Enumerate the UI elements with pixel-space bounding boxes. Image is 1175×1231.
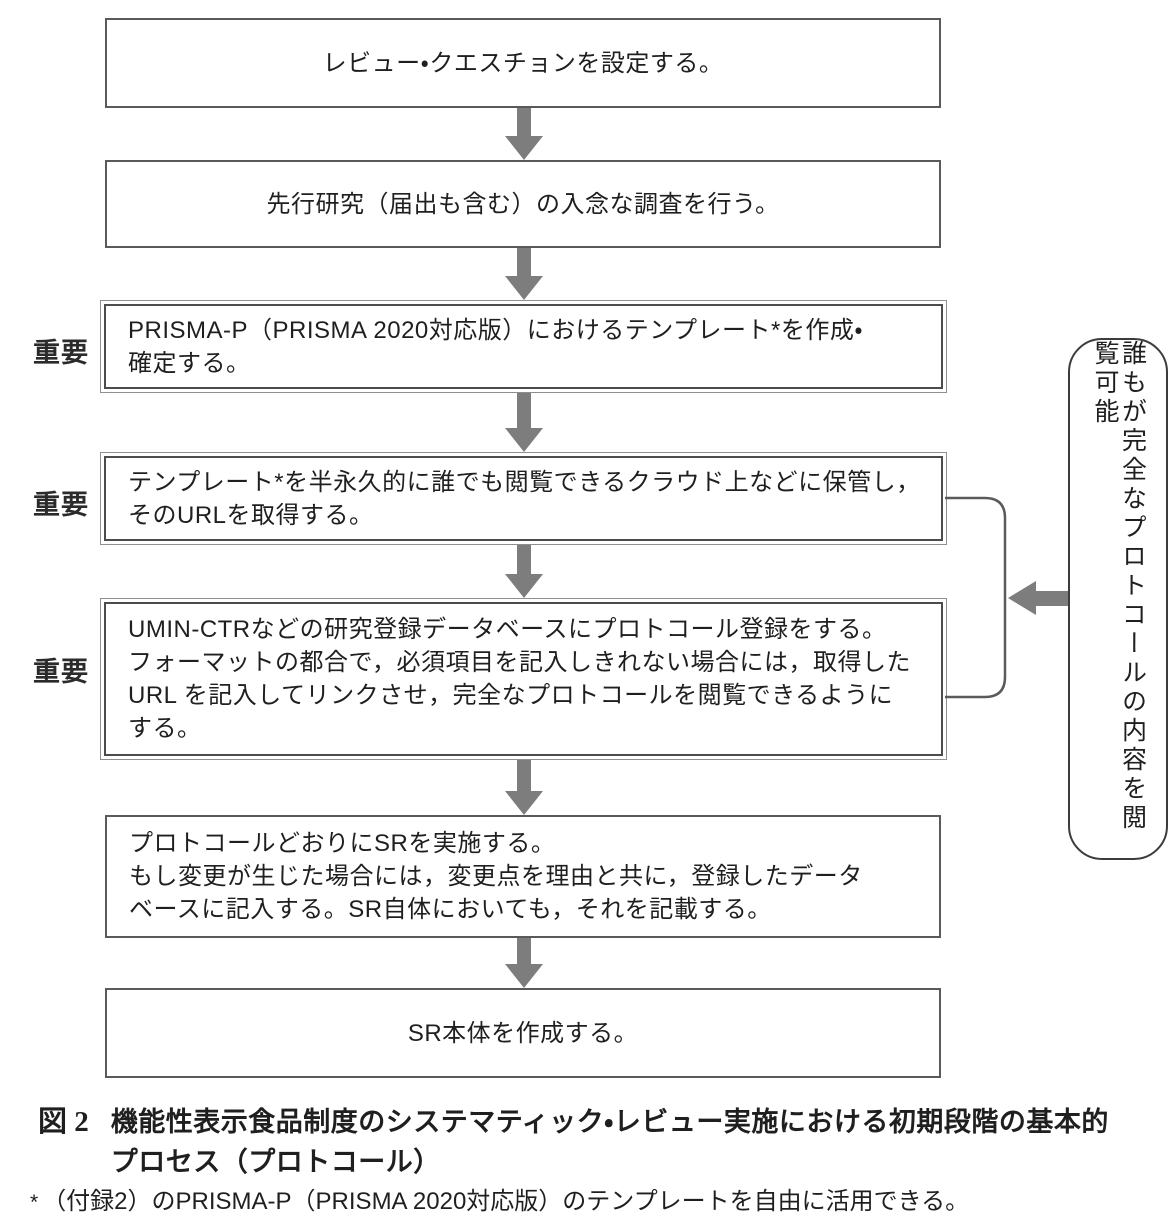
arrow-head [505, 791, 543, 815]
step-7-box: SR本体を作成する。 [105, 988, 941, 1078]
down-arrow-5-icon [505, 760, 543, 815]
figure-number-label: 図 2 [38, 1106, 89, 1138]
figure-caption: 図 2 機能性表示食品制度のシステマティック・レビュー実施における初期段階の基本… [38, 1102, 1158, 1182]
left-arrow-icon [1008, 581, 1068, 615]
step-6-text: プロトコールどおりにSRを実施する。 もし変更が生じた場合には，変更点を理由と共… [129, 830, 863, 923]
step-6-box: プロトコールどおりにSRを実施する。 もし変更が生じた場合には，変更点を理由と共… [105, 815, 941, 938]
footnote-text: （付録2）のPRISMA-P（PRISMA 2020対応版）のテンプレートを自由… [42, 1188, 970, 1215]
arrow-shaft [1036, 590, 1068, 606]
arrow-shaft [517, 108, 531, 136]
figure-caption-text: 機能性表示食品制度のシステマティック・レビュー実施における初期段階の基本的 プロ… [110, 1107, 1109, 1177]
step-1-text: レビュー・クエスチョンを設定する。 [322, 49, 724, 77]
arrow-head [505, 136, 543, 160]
step-4-box: テンプレート*を半永久的に誰でも閲覧できるクラウド上などに保管し， そのURLを… [100, 452, 947, 545]
down-arrow-4-icon [505, 545, 543, 598]
important-label-1: 重要 [33, 338, 89, 368]
arrow-shaft [517, 938, 531, 964]
arrow-shaft [517, 248, 531, 276]
down-arrow-2-icon [505, 248, 543, 300]
down-arrow-1-icon [505, 108, 543, 160]
step-4-text: テンプレート*を半永久的に誰でも閲覧できるクラウド上などに保管し， そのURLを… [128, 468, 921, 529]
arrow-head [505, 428, 543, 452]
important-label-2: 重要 [33, 490, 89, 520]
bracket-connector [945, 496, 1007, 699]
important-label-3: 重要 [33, 657, 89, 687]
figure-footnote: * （付録2）のPRISMA-P（PRISMA 2020対応版）のテンプレートを… [30, 1186, 1150, 1219]
arrow-head [505, 574, 543, 598]
step-5-box: UMIN-CTRなどの研究登録データベースにプロトコール登録をする。 フォーマッ… [100, 598, 947, 760]
arrow-head [1008, 581, 1036, 615]
step-1-box: レビュー・クエスチョンを設定する。 [105, 18, 941, 108]
footnote-asterisk: * [30, 1191, 39, 1214]
step-3-text: PRISMA-P（PRISMA 2020対応版）におけるテンプレート*を作成・ … [128, 316, 864, 377]
arrow-head [505, 964, 543, 988]
arrow-shaft [517, 760, 531, 791]
step-7-text: SR本体を作成する。 [407, 1019, 639, 1047]
arrow-shaft [517, 545, 531, 574]
step-2-text: 先行研究（届出も含む）の入念な調査を行う。 [266, 190, 780, 218]
down-arrow-6-icon [505, 938, 543, 988]
down-arrow-3-icon [505, 393, 543, 452]
step-5-text: UMIN-CTRなどの研究登録データベースにプロトコール登録をする。 フォーマッ… [128, 616, 912, 742]
step-3-box: PRISMA-P（PRISMA 2020対応版）におけるテンプレート*を作成・ … [100, 300, 947, 393]
arrow-shaft [517, 393, 531, 428]
side-note-box: 誰もが完全なプロトコールの内容を閲覧可能 [1068, 338, 1168, 860]
step-2-box: 先行研究（届出も含む）の入念な調査を行う。 [105, 160, 941, 248]
side-note-text: 誰もが完全なプロトコールの内容を閲覧可能 [1091, 340, 1147, 833]
arrow-head [505, 276, 543, 300]
